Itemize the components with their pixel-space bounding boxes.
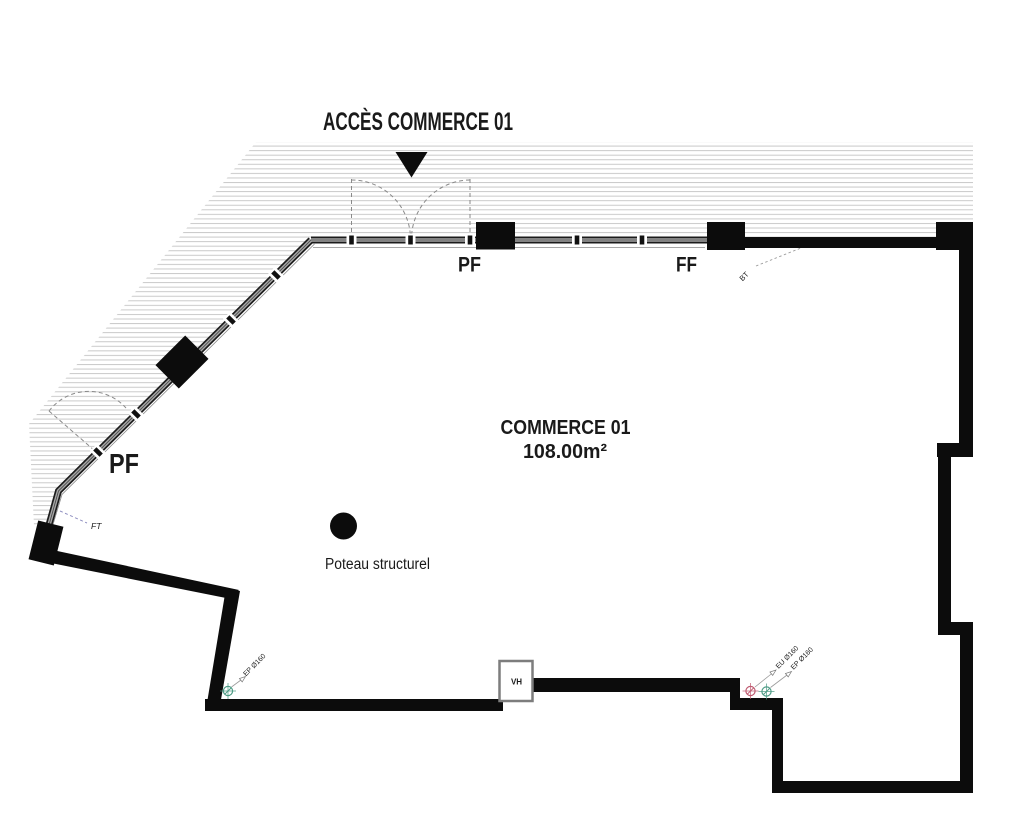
mullion-mark [405, 233, 416, 247]
walls [46, 222, 973, 793]
mullion-mark [267, 266, 285, 284]
ft-leader-line [59, 510, 88, 524]
pillar-diagonal-facade [155, 335, 209, 389]
mullion-mark [127, 405, 145, 423]
wall-right-upper [959, 237, 973, 447]
mullion-mark [89, 443, 107, 461]
pillar-top-facade [476, 222, 515, 250]
room-name: COMMERCE 01 [501, 417, 631, 439]
wall-right-lower [960, 622, 973, 793]
wall-bottom-right [773, 781, 973, 793]
wall-bottom-step-band [730, 698, 783, 710]
ep-left-symbol-icon [220, 683, 236, 699]
vh-duct-box: VH [498, 659, 534, 703]
wall-pier-top-left [707, 222, 745, 250]
access-title: ACCÈS COMMERCE 01 [323, 107, 513, 136]
ep-left-arrow-icon [238, 675, 247, 683]
ff-top-label: FF [676, 254, 697, 277]
exterior-hatch-region [29, 142, 973, 529]
bt-annotation: BT [738, 247, 802, 283]
bt-label: BT [738, 269, 751, 282]
wall-bottom-left-steep [206, 588, 240, 711]
facade-diagonal-centerline [47, 239, 312, 529]
facade-diagonal-inner-face [51, 243, 315, 530]
side-door-leaf [48, 410, 96, 452]
vh-label: VH [511, 678, 522, 687]
ft-annotation: FT [59, 510, 102, 531]
bt-leader-line [755, 247, 802, 267]
ep-left-label: EP Ø160 [242, 653, 267, 678]
eu-symbol-icon [742, 683, 759, 699]
mullion-mark [346, 233, 357, 247]
wall-bottom-left-of-vh [205, 699, 503, 711]
eu-arrow-icon [769, 669, 777, 677]
mullion-mark [222, 311, 240, 329]
ep-right-arrow-icon [784, 670, 793, 678]
mullion-mark [572, 233, 582, 247]
wall-bottom-left-diagonal [46, 549, 239, 598]
wall-right-middle [938, 443, 951, 635]
structural-column [330, 512, 357, 540]
wall-lower-section-left [772, 698, 783, 793]
structural-column-label: Poteau structurel [325, 556, 430, 573]
wall-top [745, 237, 936, 248]
facade-mullions [89, 233, 647, 461]
room-area: 108.00m² [523, 441, 607, 463]
ep-right-symbol-icon [758, 683, 775, 700]
door-swing-arc-right-leaf [411, 179, 471, 240]
ft-label: FT [91, 521, 102, 531]
pf-top-label: PF [458, 254, 481, 277]
mullion-mark [465, 233, 475, 247]
pillar-bottom-left [28, 520, 64, 566]
pf-left-label: PF [109, 448, 139, 479]
door-swings [48, 179, 471, 452]
wall-bottom-right-of-vh [529, 678, 740, 692]
side-door-swing-arc [48, 390, 127, 412]
wall-bottom-step [730, 678, 740, 710]
mullion-mark [637, 233, 647, 247]
access-arrow-icon [395, 152, 428, 178]
